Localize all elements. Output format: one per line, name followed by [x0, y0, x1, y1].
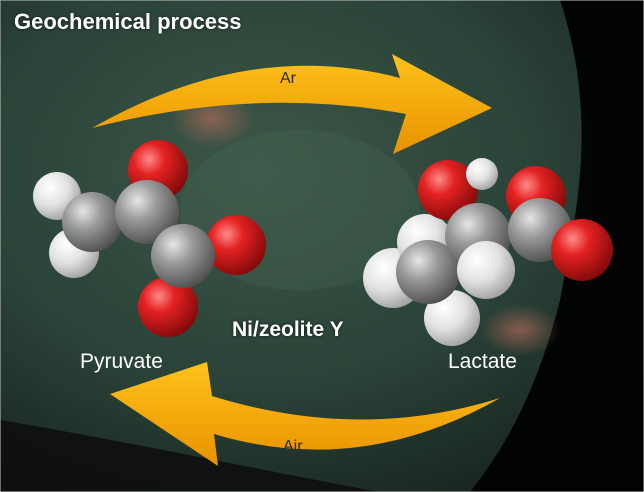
oxygen-atom: [138, 277, 198, 337]
pyruvate-label: Pyruvate: [80, 350, 163, 373]
pyruvate-molecule: [33, 140, 266, 337]
carbon-atom: [396, 240, 460, 304]
hydrogen-atom: [457, 241, 515, 299]
dark-region-bottom: [0, 420, 380, 492]
hydrogen-atom: [424, 290, 480, 346]
arrow-top-label: Ar: [280, 70, 296, 87]
arrow-top: [92, 54, 492, 154]
hydrogen-atom: [466, 158, 498, 190]
carbon-atom: [115, 180, 179, 244]
oxygen-atom: [206, 215, 266, 275]
arrow-bottom: [110, 362, 500, 466]
texture-blotch: [480, 304, 560, 356]
carbon-atom: [151, 224, 215, 288]
lactate-label: Lactate: [448, 350, 517, 373]
carbon-atom: [62, 192, 122, 252]
diagram-title: Geochemical process: [14, 9, 242, 34]
oxygen-atom: [418, 160, 478, 220]
oxygen-atom: [551, 219, 613, 281]
dark-region-right: [470, 0, 644, 492]
catalyst-label: Ni/zeolite Y: [232, 318, 344, 341]
lactate-molecule: [363, 158, 613, 346]
arrow-bottom-label: Air: [283, 438, 303, 455]
